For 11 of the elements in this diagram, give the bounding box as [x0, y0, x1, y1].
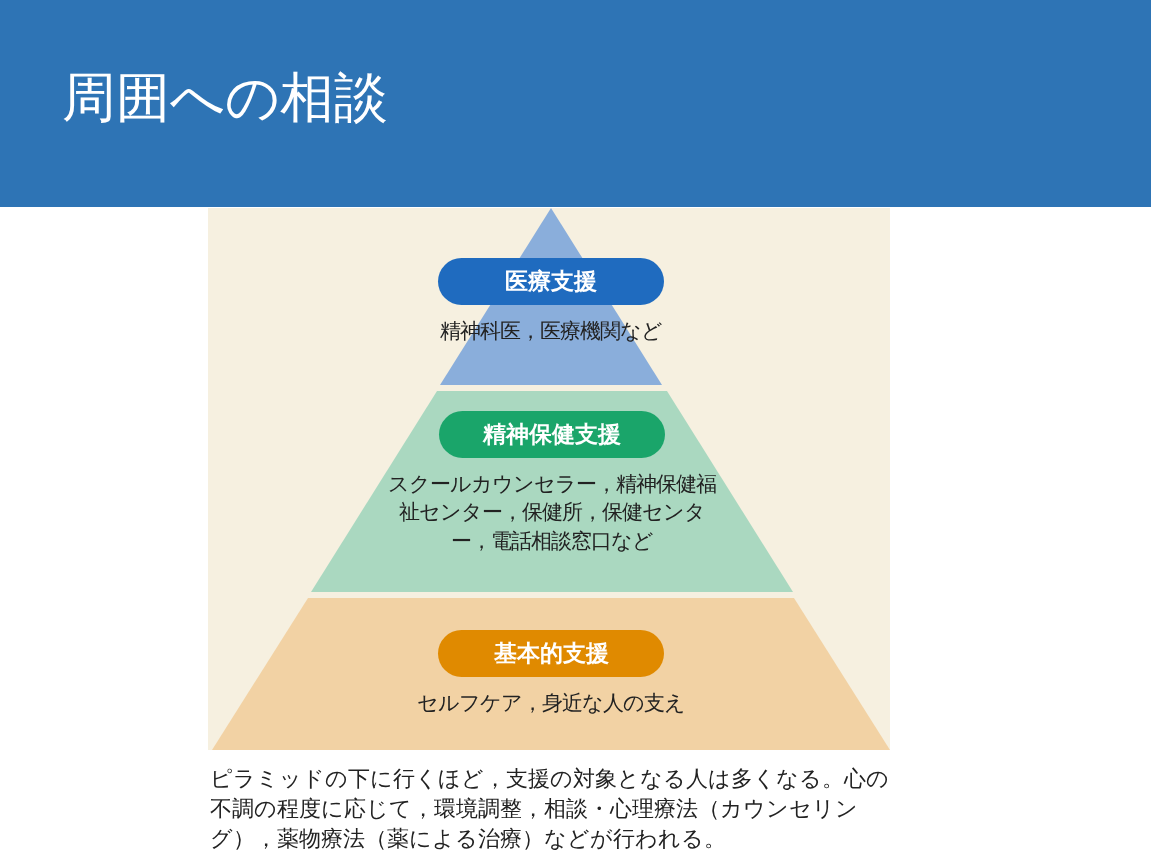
pyramid-tier [311, 391, 793, 592]
pyramid-tier [440, 208, 662, 385]
title: 周囲への相談 [62, 68, 388, 128]
tier-description: 精神科医，医療機関など [440, 318, 662, 345]
tier-description: セルフケア，身近な人の支え [417, 690, 685, 717]
pyramid-tier [212, 598, 890, 750]
tier-heading: 精神保健支援 [439, 411, 665, 458]
caption: ピラミッドの下に行くほど，支援の対象となる人は多くなる。心の不調の程度に応じて，環境調整，相談・心理療法（カウンセリング），薬物療法（薬による治療）などが行われる。 [210, 765, 890, 853]
tier-heading: 医療支援 [438, 258, 664, 305]
tier-description: スクールカウンセラー，精神保健福祉センター，保健所，保健センター，電話相談窓口など [387, 471, 717, 555]
tier-heading: 基本的支援 [438, 630, 664, 677]
